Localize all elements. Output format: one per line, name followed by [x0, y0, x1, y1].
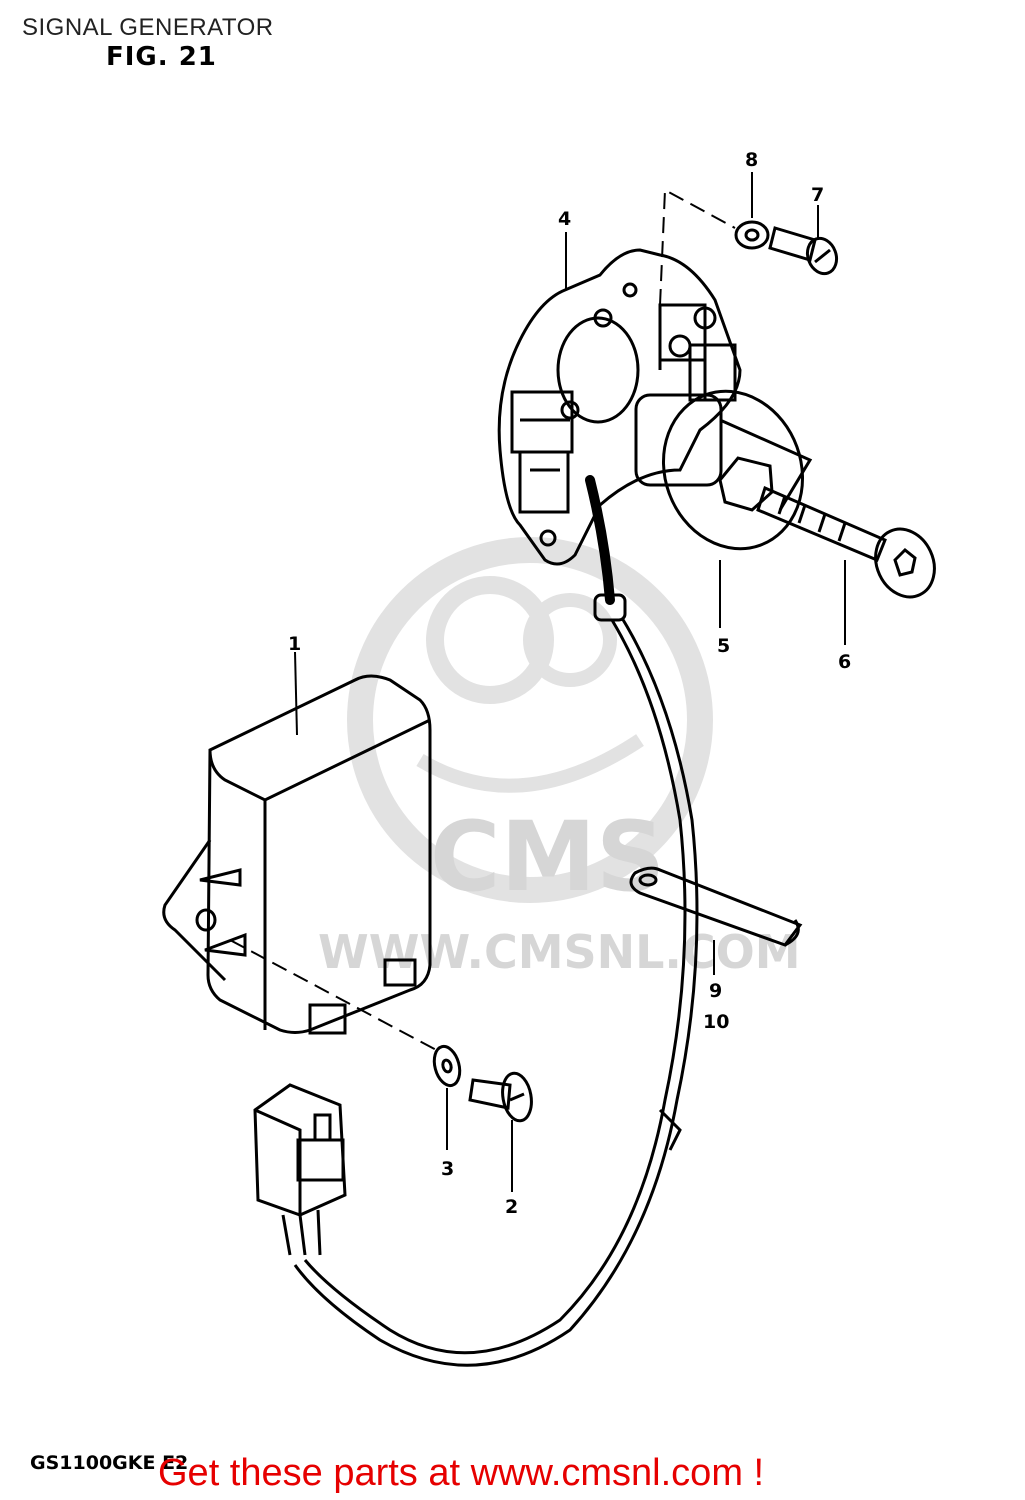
- plate-washer: [734, 220, 770, 250]
- signal-generator-plate: [497, 248, 742, 622]
- model-code: GS1100GKE E2: [30, 1452, 189, 1474]
- callout-1: 1: [288, 633, 301, 655]
- page-title: SIGNAL GENERATOR: [22, 14, 274, 41]
- watermark-logo: CMS: [430, 801, 665, 913]
- callout-4: 4: [558, 208, 571, 230]
- callout-3: 3: [441, 1158, 454, 1180]
- callout-7: 7: [811, 184, 824, 206]
- leader-lines: [294, 172, 846, 1192]
- callout-2: 2: [505, 1196, 518, 1218]
- callout-10: 10: [703, 1011, 729, 1033]
- cable-clamp: [629, 866, 803, 947]
- signal-cable: [293, 617, 699, 1367]
- igniter-washer: [432, 1044, 462, 1088]
- cable-connector: [253, 1083, 347, 1256]
- callout-6: 6: [838, 651, 851, 673]
- callout-8: 8: [745, 149, 758, 171]
- callout-9: 9: [709, 980, 722, 1002]
- callout-5: 5: [717, 635, 730, 657]
- watermark-url: WWW.CMSNL.COM: [318, 925, 801, 979]
- figure-label: FIG. 21: [106, 42, 217, 72]
- plate-screw: [768, 226, 839, 276]
- signal-rotor: [634, 389, 813, 551]
- igniter-screw: [468, 1071, 533, 1123]
- cta-link[interactable]: Get these parts at www.cmsnl.com !: [158, 1452, 765, 1494]
- igniter-unit: [162, 674, 432, 1035]
- callouts: 4 8 7 1 5 6 9 10 3 2: [288, 149, 851, 1218]
- watermark: CMS WWW.CMSNL.COM: [318, 537, 801, 979]
- rotor-bolt: [756, 485, 936, 599]
